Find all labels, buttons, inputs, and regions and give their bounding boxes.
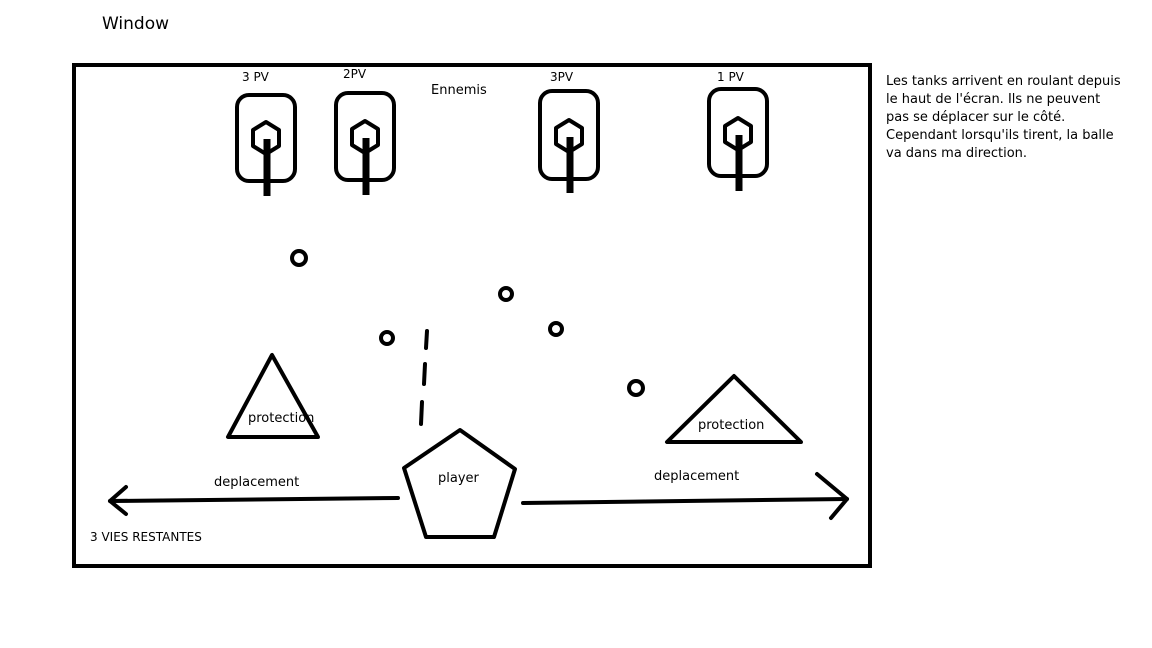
enemy-tank-1 — [235, 93, 297, 196]
bullet-5 — [627, 379, 645, 397]
window-title: Window — [102, 14, 170, 34]
tank-4-hp-label: 1 PV — [717, 70, 744, 84]
shield-left — [226, 353, 320, 439]
bullet-2 — [498, 286, 514, 302]
shield-right-label: protection — [698, 418, 765, 433]
shield-left-label: protection — [248, 411, 315, 426]
move-left-arrow — [108, 485, 400, 516]
enemy-tank-4 — [707, 87, 769, 191]
enemy-tank-2 — [334, 91, 396, 195]
enemy-tank-3 — [538, 89, 600, 193]
enemies-label: Ennemis — [431, 83, 487, 98]
lives-remaining-label: 3 VIES RESTANTES — [90, 530, 202, 544]
player-label: player — [438, 471, 479, 486]
shield-right — [665, 374, 803, 444]
tank-2-hp-label: 2PV — [343, 67, 367, 81]
design-notes: Les tanks arrivent en roulant depuis le … — [886, 74, 1121, 161]
game-window-frame — [72, 63, 872, 568]
move-right-arrow — [521, 472, 849, 520]
bullet-4 — [379, 330, 395, 346]
move-left-label: deplacement — [214, 475, 300, 490]
tank-3-hp-label: 3PV — [550, 70, 574, 84]
player-shot-trail — [419, 329, 429, 426]
tank-1-hp-label: 3 PV — [242, 70, 269, 84]
bullet-1 — [290, 249, 308, 267]
bullet-3 — [548, 321, 564, 337]
move-right-label: deplacement — [654, 469, 740, 484]
player-ship — [402, 428, 517, 539]
